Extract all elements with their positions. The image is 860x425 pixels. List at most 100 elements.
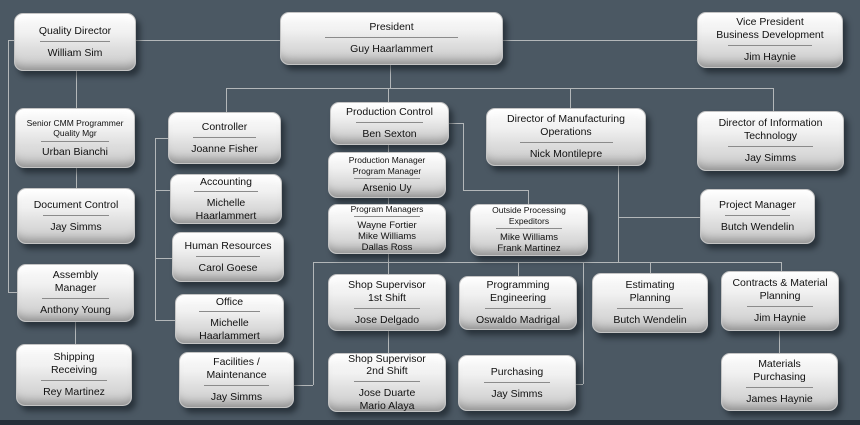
connector-line	[155, 258, 172, 259]
node-outside-processing-expeditors: Outside Processing Expeditors Mike Willi…	[470, 204, 588, 256]
node-name: Jay Simms	[210, 391, 263, 403]
divider	[728, 146, 813, 147]
node-contracts-material-planning: Contracts & Material Planning Jim Haynie	[721, 271, 839, 331]
connector-line	[570, 88, 571, 108]
connector-line	[388, 145, 389, 153]
node-title: Office	[215, 295, 244, 308]
node-controller: Controller Joanne Fisher	[168, 112, 281, 164]
node-title: Document Control	[33, 198, 119, 211]
node-name: Joanne Fisher	[191, 142, 258, 155]
node-production-control: Production Control Ben Sexton	[330, 102, 449, 145]
node-materials-purchasing: Materials Purchasing James Haynie	[721, 353, 838, 411]
node-title: Senior CMM Programmer Quality Mgr	[26, 117, 124, 139]
node-name: Carol Goese	[198, 261, 258, 274]
connector-line	[388, 88, 389, 102]
node-title: Program Managers	[350, 203, 424, 214]
connector-line	[576, 384, 583, 385]
node-vp-business-development: Vice President Business Development Jim …	[697, 12, 843, 68]
node-title: Estimating Planning	[625, 279, 675, 305]
connector-line	[463, 190, 528, 191]
connector-line	[528, 190, 529, 204]
connector-line	[155, 320, 175, 321]
node-assembly-manager: Assembly Manager Anthony Young	[17, 264, 134, 322]
divider	[198, 311, 261, 313]
node-title: Vice President Business Development	[716, 16, 824, 42]
divider	[746, 306, 814, 307]
node-president: President Guy Haarlammert	[280, 12, 503, 65]
node-director-manufacturing-operations: Director of Manufacturing Operations Nic…	[486, 108, 646, 166]
divider	[196, 255, 260, 257]
node-name: William Sim	[47, 46, 103, 59]
divider	[353, 178, 421, 180]
node-name: Arsenio Uy	[362, 183, 412, 195]
connector-line	[155, 138, 156, 320]
node-director-information-technology: Director of Information Technology Jay S…	[697, 111, 844, 171]
connector-line	[226, 88, 773, 89]
node-name: Jay Simms	[744, 152, 797, 164]
connector-line	[518, 262, 519, 276]
divider	[355, 122, 424, 124]
node-name: Nick Montilepre	[529, 148, 603, 160]
node-name: Jim Haynie	[754, 312, 806, 324]
node-title: Materials Purchasing	[753, 358, 806, 384]
divider	[727, 45, 813, 46]
node-title: Shipping Receiving	[50, 351, 98, 377]
node-title: Production Manager Program Manager	[348, 155, 426, 176]
node-shop-supervisor-1st-shift: Shop Supervisor 1st Shift Jose Delgado	[328, 274, 446, 331]
node-name: Michelle Haarlammert	[199, 317, 260, 342]
connector-line	[226, 88, 227, 112]
connector-line	[136, 40, 280, 41]
node-name: Urban Bianchi	[42, 146, 108, 159]
connector-line	[583, 262, 584, 384]
node-title: Contracts & Material Planning	[732, 277, 828, 303]
connector-line	[463, 123, 464, 190]
node-programming-engineering: Programming Engineering Oswaldo Madrigal	[459, 276, 577, 330]
node-name: Ben Sexton	[362, 128, 417, 141]
connector-line	[390, 65, 391, 88]
connector-line	[781, 262, 782, 271]
node-estimating-planning: Estimating Planning Butch Wendelin	[592, 273, 708, 333]
connector-line	[8, 40, 14, 41]
node-title: Director of Information Technology	[718, 117, 823, 143]
divider	[41, 380, 107, 381]
node-name: Mike Williams Frank Martinez	[497, 232, 561, 255]
divider	[746, 387, 813, 388]
node-name: Butch Wendelin	[613, 314, 687, 326]
node-human-resources: Human Resources Carol Goese	[172, 232, 284, 282]
divider	[724, 215, 791, 217]
bottom-edge-strip	[0, 420, 860, 425]
node-name: Jay Simms	[491, 387, 543, 400]
node-name: Guy Haarlammert	[350, 43, 433, 56]
divider	[353, 216, 421, 218]
node-name: Anthony Young	[40, 304, 111, 316]
connector-line	[618, 217, 700, 218]
node-title: Accounting	[200, 175, 252, 188]
node-title: Shop Supervisor 2nd Shift	[348, 352, 426, 378]
divider	[325, 37, 458, 39]
connector-line	[76, 168, 77, 188]
node-program-managers: Program Managers Wayne Fortier Mike Will…	[328, 204, 446, 254]
divider	[617, 308, 683, 309]
node-title: Controller	[201, 120, 248, 133]
divider	[495, 228, 563, 230]
divider	[40, 141, 110, 143]
node-name: Rey Martinez	[43, 386, 105, 398]
node-title: Quality Director	[38, 24, 112, 37]
divider	[483, 381, 551, 383]
connector-line	[8, 40, 9, 292]
divider	[484, 308, 552, 309]
node-title: Shop Supervisor 1st Shift	[348, 278, 426, 304]
connector-line	[76, 71, 77, 108]
node-name: Jay Simms	[50, 220, 102, 233]
node-name: Butch Wendelin	[720, 221, 795, 234]
divider	[42, 298, 109, 299]
divider	[192, 136, 257, 138]
node-title: Director of Manufacturing Operations	[507, 113, 625, 139]
connector-line	[294, 385, 313, 386]
node-title: Facilities / Maintenance	[206, 356, 267, 382]
connector-line	[449, 123, 464, 124]
node-name: Jim Haynie	[744, 51, 796, 63]
node-office: Office Michelle Haarlammert	[175, 294, 284, 344]
node-title: Human Resources	[184, 239, 272, 252]
